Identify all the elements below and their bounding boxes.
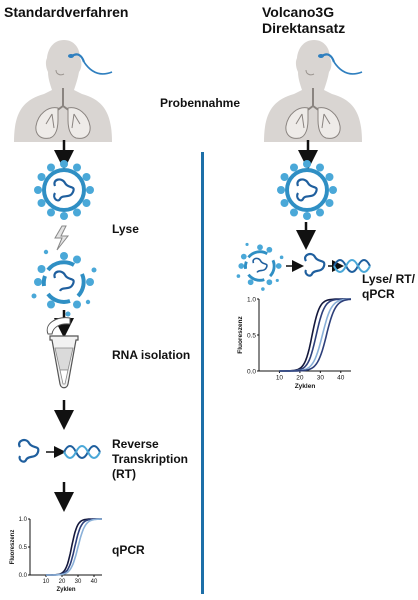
amplification-curve xyxy=(46,518,102,576)
amplification-curve xyxy=(279,298,352,372)
right-title-line2: Direktansatz xyxy=(262,20,346,36)
qpcr-label: qPCR xyxy=(112,543,145,557)
lysed-virus-left xyxy=(29,247,99,319)
y-axis-label: Fluoreszenz xyxy=(237,315,244,353)
x-tick-label: 20 xyxy=(59,579,66,585)
x-tick-label: 20 xyxy=(296,375,304,382)
rna-strand-icon-right xyxy=(303,252,326,277)
x-tick-label: 30 xyxy=(317,375,325,382)
y-tick-label: 0.5 xyxy=(19,545,28,551)
amplification-curve xyxy=(46,518,102,576)
right-title-line1: Volcano3G xyxy=(262,4,335,20)
column-divider xyxy=(201,152,204,594)
sampling-label: Probennahme xyxy=(160,96,241,110)
lysed-virus-right xyxy=(235,241,285,293)
tube-icon xyxy=(46,317,79,389)
amplification-curve xyxy=(279,298,352,372)
lightning-icon xyxy=(54,225,70,251)
y-tick-label: 1.0 xyxy=(19,517,28,523)
x-axis-label: Zyklen xyxy=(295,383,316,390)
left-title: Standardverfahren xyxy=(4,4,129,20)
x-tick-label: 10 xyxy=(276,375,284,382)
rt-label-line1: Reverse xyxy=(112,437,159,451)
patient-torso-left xyxy=(12,38,114,144)
lysis-label: Lyse xyxy=(112,222,139,236)
x-tick-label: 30 xyxy=(75,579,82,585)
y-axis-label: Fluoreszenz xyxy=(10,530,16,565)
y-tick-label: 0.0 xyxy=(19,573,28,579)
virus-particle-right xyxy=(275,158,339,222)
virus-particle-left xyxy=(32,158,96,222)
rt-label-line3: (RT) xyxy=(112,467,136,481)
rna-isolation-label: RNA isolation xyxy=(112,348,191,362)
combined-step-label-line1: Lyse/ RT/ xyxy=(362,272,415,286)
dna-helix-icon xyxy=(63,445,101,459)
rt-label-line2: Transkription xyxy=(112,452,189,466)
patient-torso-right xyxy=(262,38,364,144)
x-tick-label: 40 xyxy=(91,579,98,585)
y-tick-label: 1.0 xyxy=(247,296,256,303)
x-tick-label: 10 xyxy=(43,579,50,585)
y-tick-label: 0.0 xyxy=(247,368,256,375)
rna-strand-icon xyxy=(17,438,40,463)
x-axis-label: Zyklen xyxy=(56,587,75,593)
dna-helix-icon-right xyxy=(333,259,371,273)
x-tick-label: 40 xyxy=(337,375,345,382)
y-tick-label: 0.5 xyxy=(247,332,256,339)
combined-step-label-line2: qPCR xyxy=(362,287,395,301)
